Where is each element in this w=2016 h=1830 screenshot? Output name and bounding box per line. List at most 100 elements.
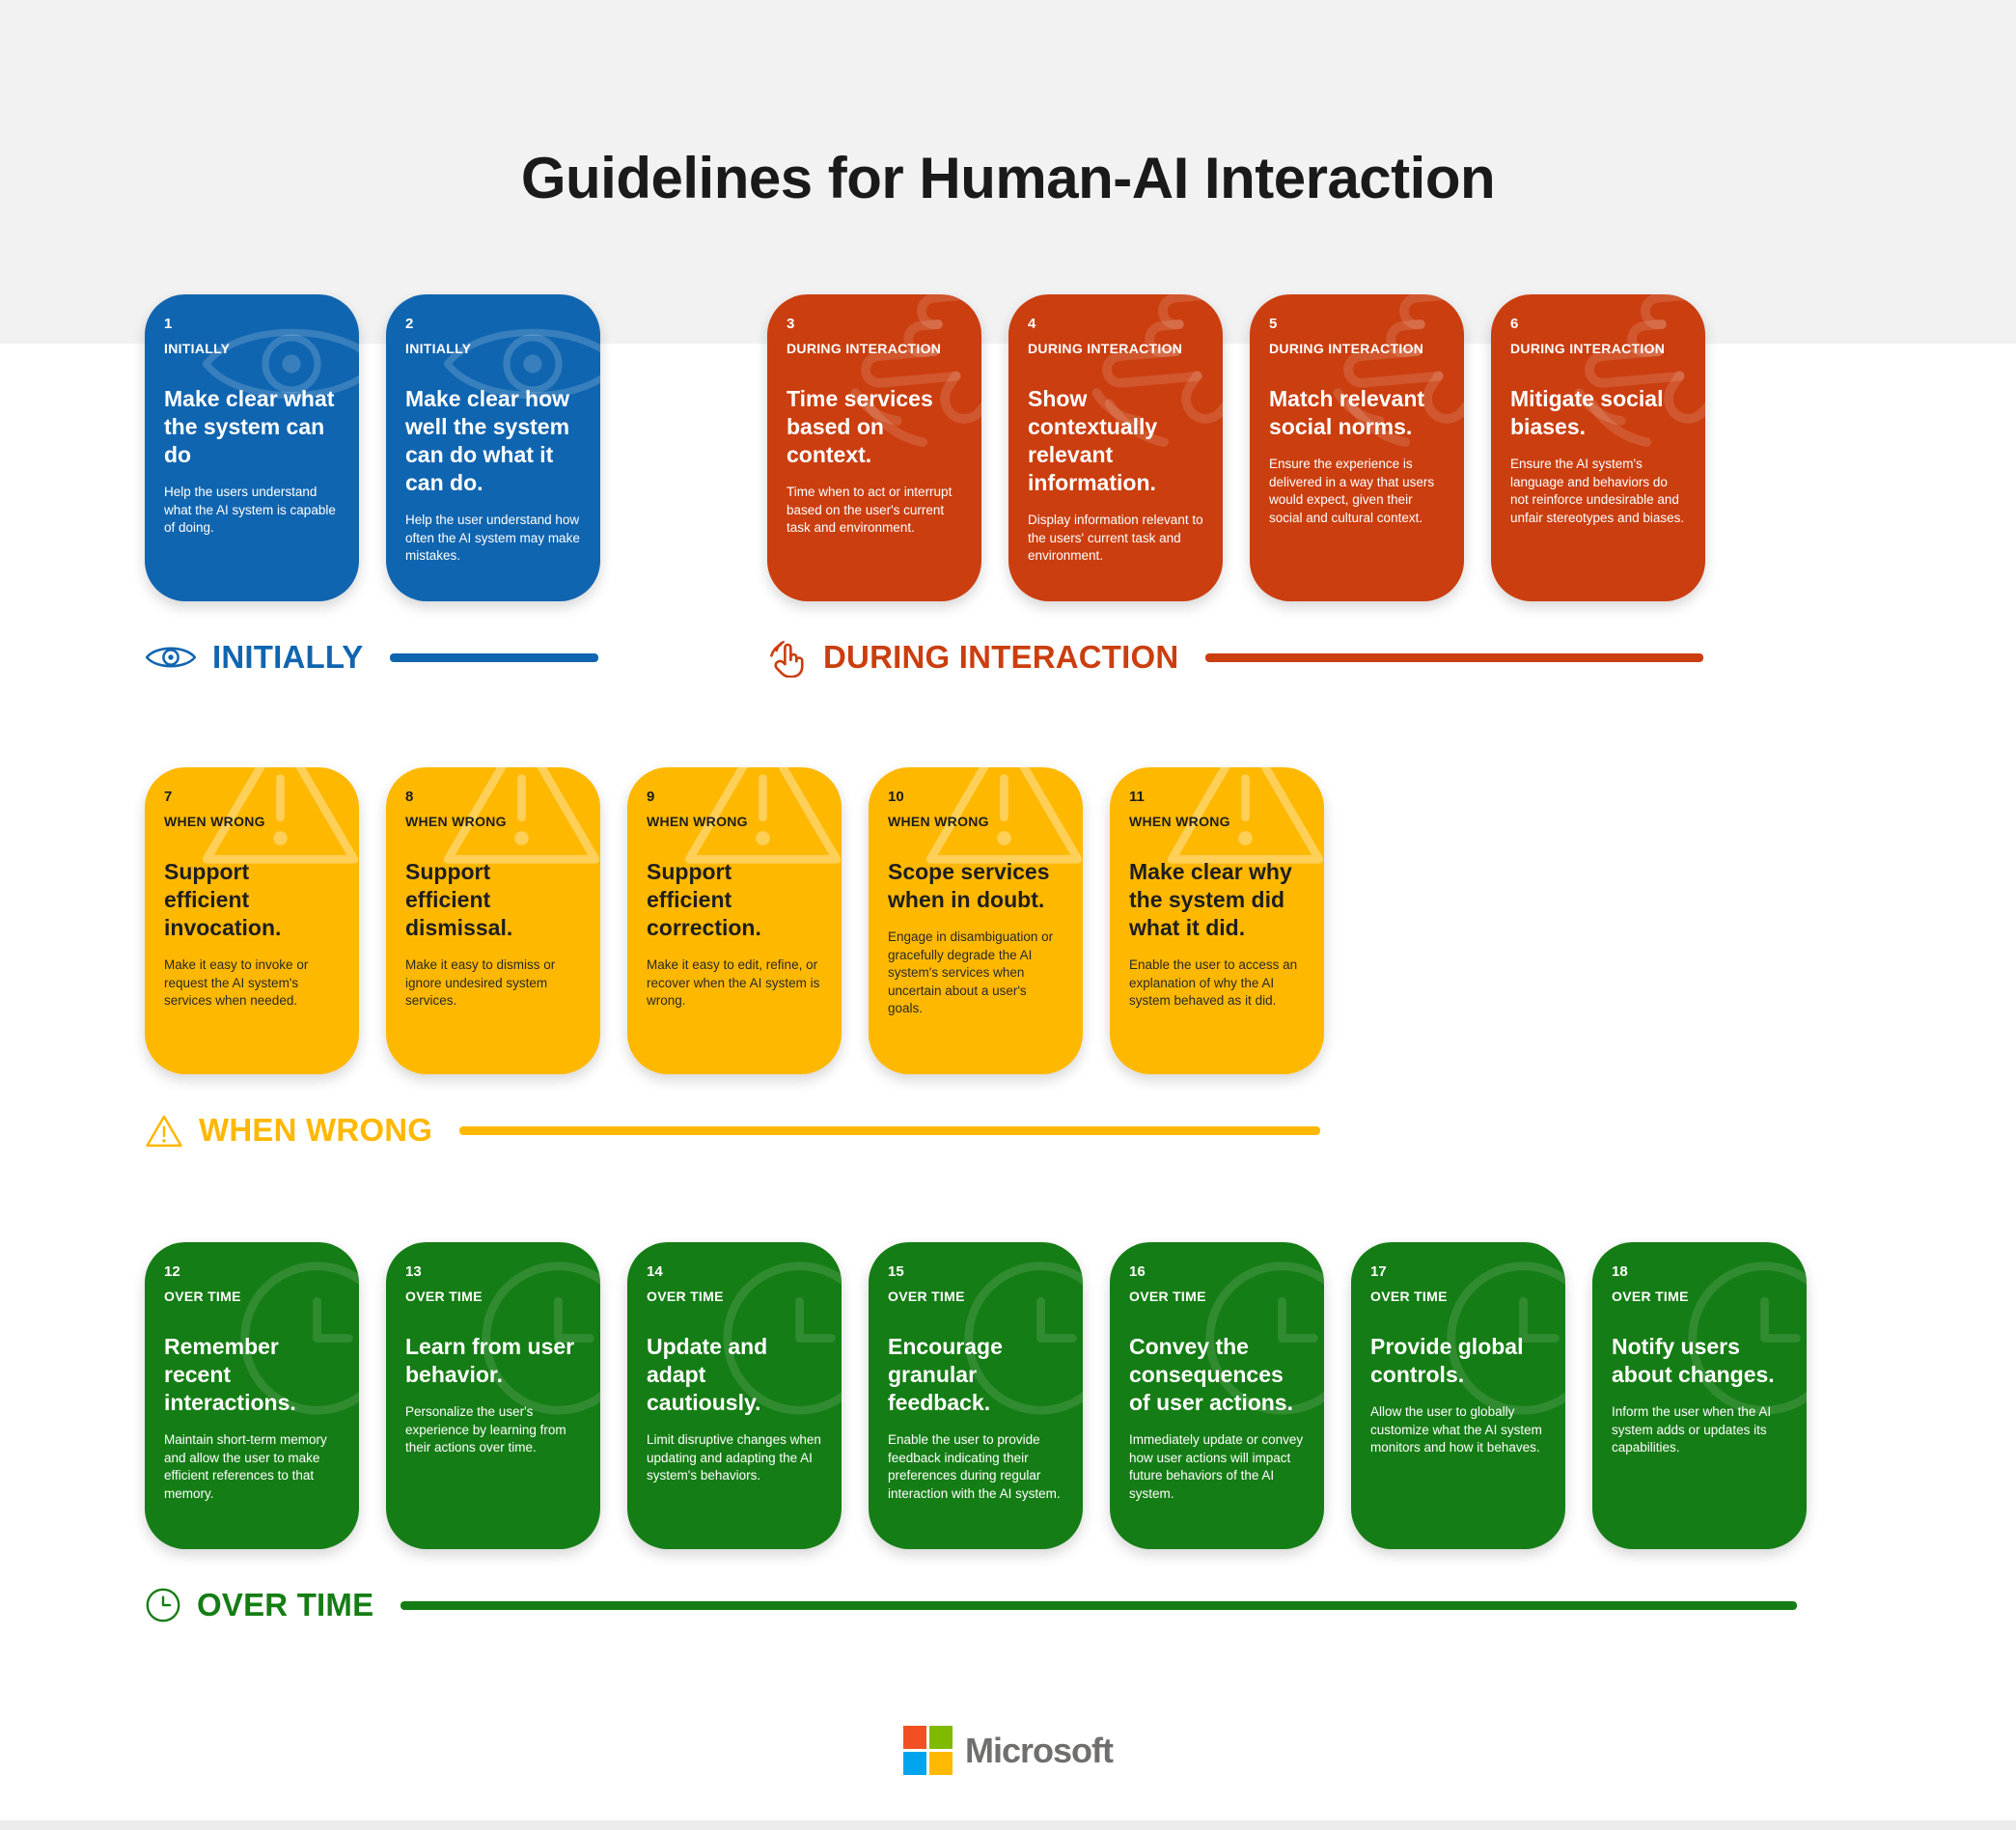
card-body: Make it easy to dismiss or ignore undesi… [405,957,556,1008]
card-number: 8 [405,789,414,805]
card-body: Maintain short-term memory and allow the… [164,1432,327,1501]
clock-icon [145,1587,181,1623]
card-number: 15 [888,1263,904,1280]
microsoft-logo: Microsoft [0,1726,2016,1775]
eye-icon [145,641,197,674]
card-title: Mitigate social biases. [1510,386,1664,439]
card-title: Provide global controls. [1370,1334,1524,1387]
card-eyebrow: OVER TIME [1370,1289,1448,1304]
section-line [1205,652,1703,662]
microsoft-logo-squares [903,1726,953,1775]
card-9: 9 WHEN WRONG Support efficient correctio… [627,767,842,1074]
card-body: Limit disruptive changes when updating a… [647,1432,821,1483]
tap-icon [767,637,808,678]
card-eyebrow: DURING INTERACTION [1510,341,1666,356]
card-6: 6 DURING INTERACTION Mitigate social bia… [1491,294,1705,601]
section-during-interaction: DURING INTERACTION [767,627,1703,687]
card-15: 15 OVER TIME Encourage granular feedback… [869,1242,1083,1549]
card-body: Immediately update or convey how user ac… [1129,1432,1304,1501]
card-eyebrow: OVER TIME [1129,1289,1206,1304]
card-title: Notify users about changes. [1612,1334,1775,1387]
top-gray-band [0,0,2016,344]
card-eyebrow: OVER TIME [888,1289,965,1304]
card-3: 3 DURING INTERACTION Time services based… [767,294,981,601]
card-eyebrow: OVER TIME [164,1289,241,1304]
section-label: WHEN WRONG [199,1112,433,1148]
page-title: Guidelines for Human-AI Interaction [520,146,1496,210]
section-label: DURING INTERACTION [823,639,1179,675]
card-body: Ensure the AI system's language and beha… [1510,457,1685,525]
card-number: 3 [787,316,795,332]
card-18: 18 OVER TIME Notify users about changes.… [1592,1242,1807,1549]
card-1: 1 INITIALLY Make clear what the system c… [145,294,359,601]
card-body: Help the users understand what the AI sy… [164,485,336,535]
card-number: 12 [164,1263,180,1280]
card-10: 10 WHEN WRONG Scope services when in dou… [869,767,1083,1074]
section-line [390,652,598,662]
card-2: 2 INITIALLY Make clear how well the syst… [386,294,600,601]
card-eyebrow: DURING INTERACTION [1269,341,1424,356]
card-body: Enable the user to provide feedback indi… [888,1432,1061,1501]
card-13: 13 OVER TIME Learn from user behavior. P… [386,1242,600,1549]
card-title: Learn from user behavior. [405,1334,575,1387]
card-body: Help the user understand how often the A… [405,513,580,563]
card-number: 7 [164,789,173,805]
card-title: Update and adapt cautiously. [647,1334,768,1415]
section-over-time: OVER TIME [145,1575,1797,1635]
card-eyebrow: INITIALLY [164,341,231,356]
card-title: Scope services when in doubt. [888,859,1050,912]
section-line [400,1600,1797,1610]
card-body: Display information relevant to the user… [1028,513,1203,563]
warning-icon [145,1113,183,1149]
card-11: 11 WHEN WRONG Make clear why the system … [1110,767,1324,1074]
card-number: 2 [405,316,414,332]
card-5: 5 DURING INTERACTION Match relevant soci… [1250,294,1464,601]
card-17: 17 OVER TIME Provide global controls. Al… [1351,1242,1565,1549]
card-eyebrow: DURING INTERACTION [1028,341,1183,356]
card-title: Encourage granular feedback. [888,1334,1003,1415]
card-body: Personalize the user's experience by lea… [405,1404,566,1455]
card-number: 1 [164,316,173,332]
card-eyebrow: WHEN WRONG [405,814,507,829]
card-number: 4 [1028,316,1036,332]
card-number: 5 [1269,316,1278,332]
section-label: INITIALLY [212,639,364,675]
card-title: Time services based on context. [787,386,933,467]
section-line [459,1125,1320,1135]
card-eyebrow: WHEN WRONG [888,814,989,829]
section-label: OVER TIME [197,1587,374,1622]
card-title: Convey the consequences of user actions. [1129,1334,1293,1415]
card-body: Allow the user to globally customize wha… [1370,1404,1542,1455]
section-initially: INITIALLY [145,627,598,687]
card-number: 9 [647,789,655,805]
card-body: Make it easy to invoke or request the AI… [164,957,309,1008]
card-4: 4 DURING INTERACTION Show contextually r… [1008,294,1223,601]
card-16: 16 OVER TIME Convey the consequences of … [1110,1242,1324,1549]
card-7: 7 WHEN WRONG Support efficient invocatio… [145,767,359,1074]
logo-square-blue [903,1752,926,1775]
card-number: 11 [1129,789,1145,805]
card-14: 14 OVER TIME Update and adapt cautiously… [627,1242,842,1549]
card-8: 8 WHEN WRONG Support efficient dismissal… [386,767,600,1074]
card-title: Support efficient invocation. [164,859,282,940]
card-title: Remember recent interactions. [164,1334,296,1415]
card-number: 6 [1510,316,1519,332]
logo-square-red [903,1726,926,1749]
card-body: Inform the user when the AI system adds … [1612,1404,1772,1455]
card-eyebrow: WHEN WRONG [647,814,748,829]
card-eyebrow: WHEN WRONG [164,814,265,829]
card-title: Make clear what the system can do [164,386,335,467]
logo-square-green [929,1726,953,1749]
card-body: Time when to act or interrupt based on t… [787,485,953,535]
card-number: 18 [1612,1263,1628,1280]
card-number: 10 [888,789,904,805]
card-body: Engage in disambiguation or gracefully d… [888,929,1054,1015]
card-number: 16 [1129,1263,1146,1280]
bottom-gray-band [0,1820,2016,1830]
card-number: 17 [1370,1263,1387,1280]
card-number: 13 [405,1263,422,1280]
card-eyebrow: WHEN WRONG [1129,814,1230,829]
card-title: Make clear how well the system can do wh… [405,386,570,495]
card-number: 14 [647,1263,663,1280]
